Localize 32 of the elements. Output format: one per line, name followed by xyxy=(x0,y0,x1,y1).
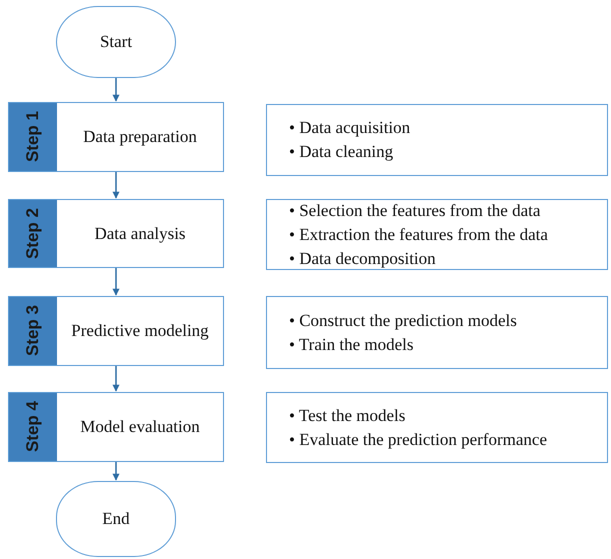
bullet-item: • Data acquisition xyxy=(289,117,410,139)
step-title: Model evaluation xyxy=(80,417,200,437)
bullet-item: • Train the models xyxy=(289,334,414,356)
step-box xyxy=(8,199,224,268)
bullet-item: • Data cleaning xyxy=(289,141,394,163)
arrow xyxy=(112,366,120,392)
step-box xyxy=(8,102,224,172)
terminal-label: Start xyxy=(100,32,132,52)
bullet-item: • Extraction the features from the data xyxy=(289,224,548,246)
step-box xyxy=(8,392,224,462)
step-number: Step 2 xyxy=(23,208,43,260)
bullet-item: • Data decomposition xyxy=(289,248,437,270)
task-list-box xyxy=(266,296,608,369)
arrow xyxy=(112,78,120,102)
arrow xyxy=(112,462,120,481)
step-box xyxy=(8,296,224,366)
task-list-box xyxy=(266,104,608,176)
task-list-box xyxy=(266,392,608,463)
step-number: Step 1 xyxy=(23,111,43,163)
bullet-item: • Selection the features from the data xyxy=(289,200,542,222)
task-list-box xyxy=(266,199,608,270)
bullet-item: • Test the models xyxy=(289,404,406,426)
step-title: Predictive modeling xyxy=(71,321,209,341)
bullet-item: • Evaluate the prediction performance xyxy=(289,428,547,451)
terminal-label: End xyxy=(102,509,130,529)
arrow xyxy=(112,172,120,199)
step-title: Data analysis xyxy=(94,224,186,244)
step-number: Step 3 xyxy=(23,305,43,357)
step-number: Step 4 xyxy=(23,401,43,453)
bullet-item: • Construct the prediction models xyxy=(289,310,517,332)
step-title: Data preparation xyxy=(83,127,197,147)
arrow xyxy=(112,268,120,296)
